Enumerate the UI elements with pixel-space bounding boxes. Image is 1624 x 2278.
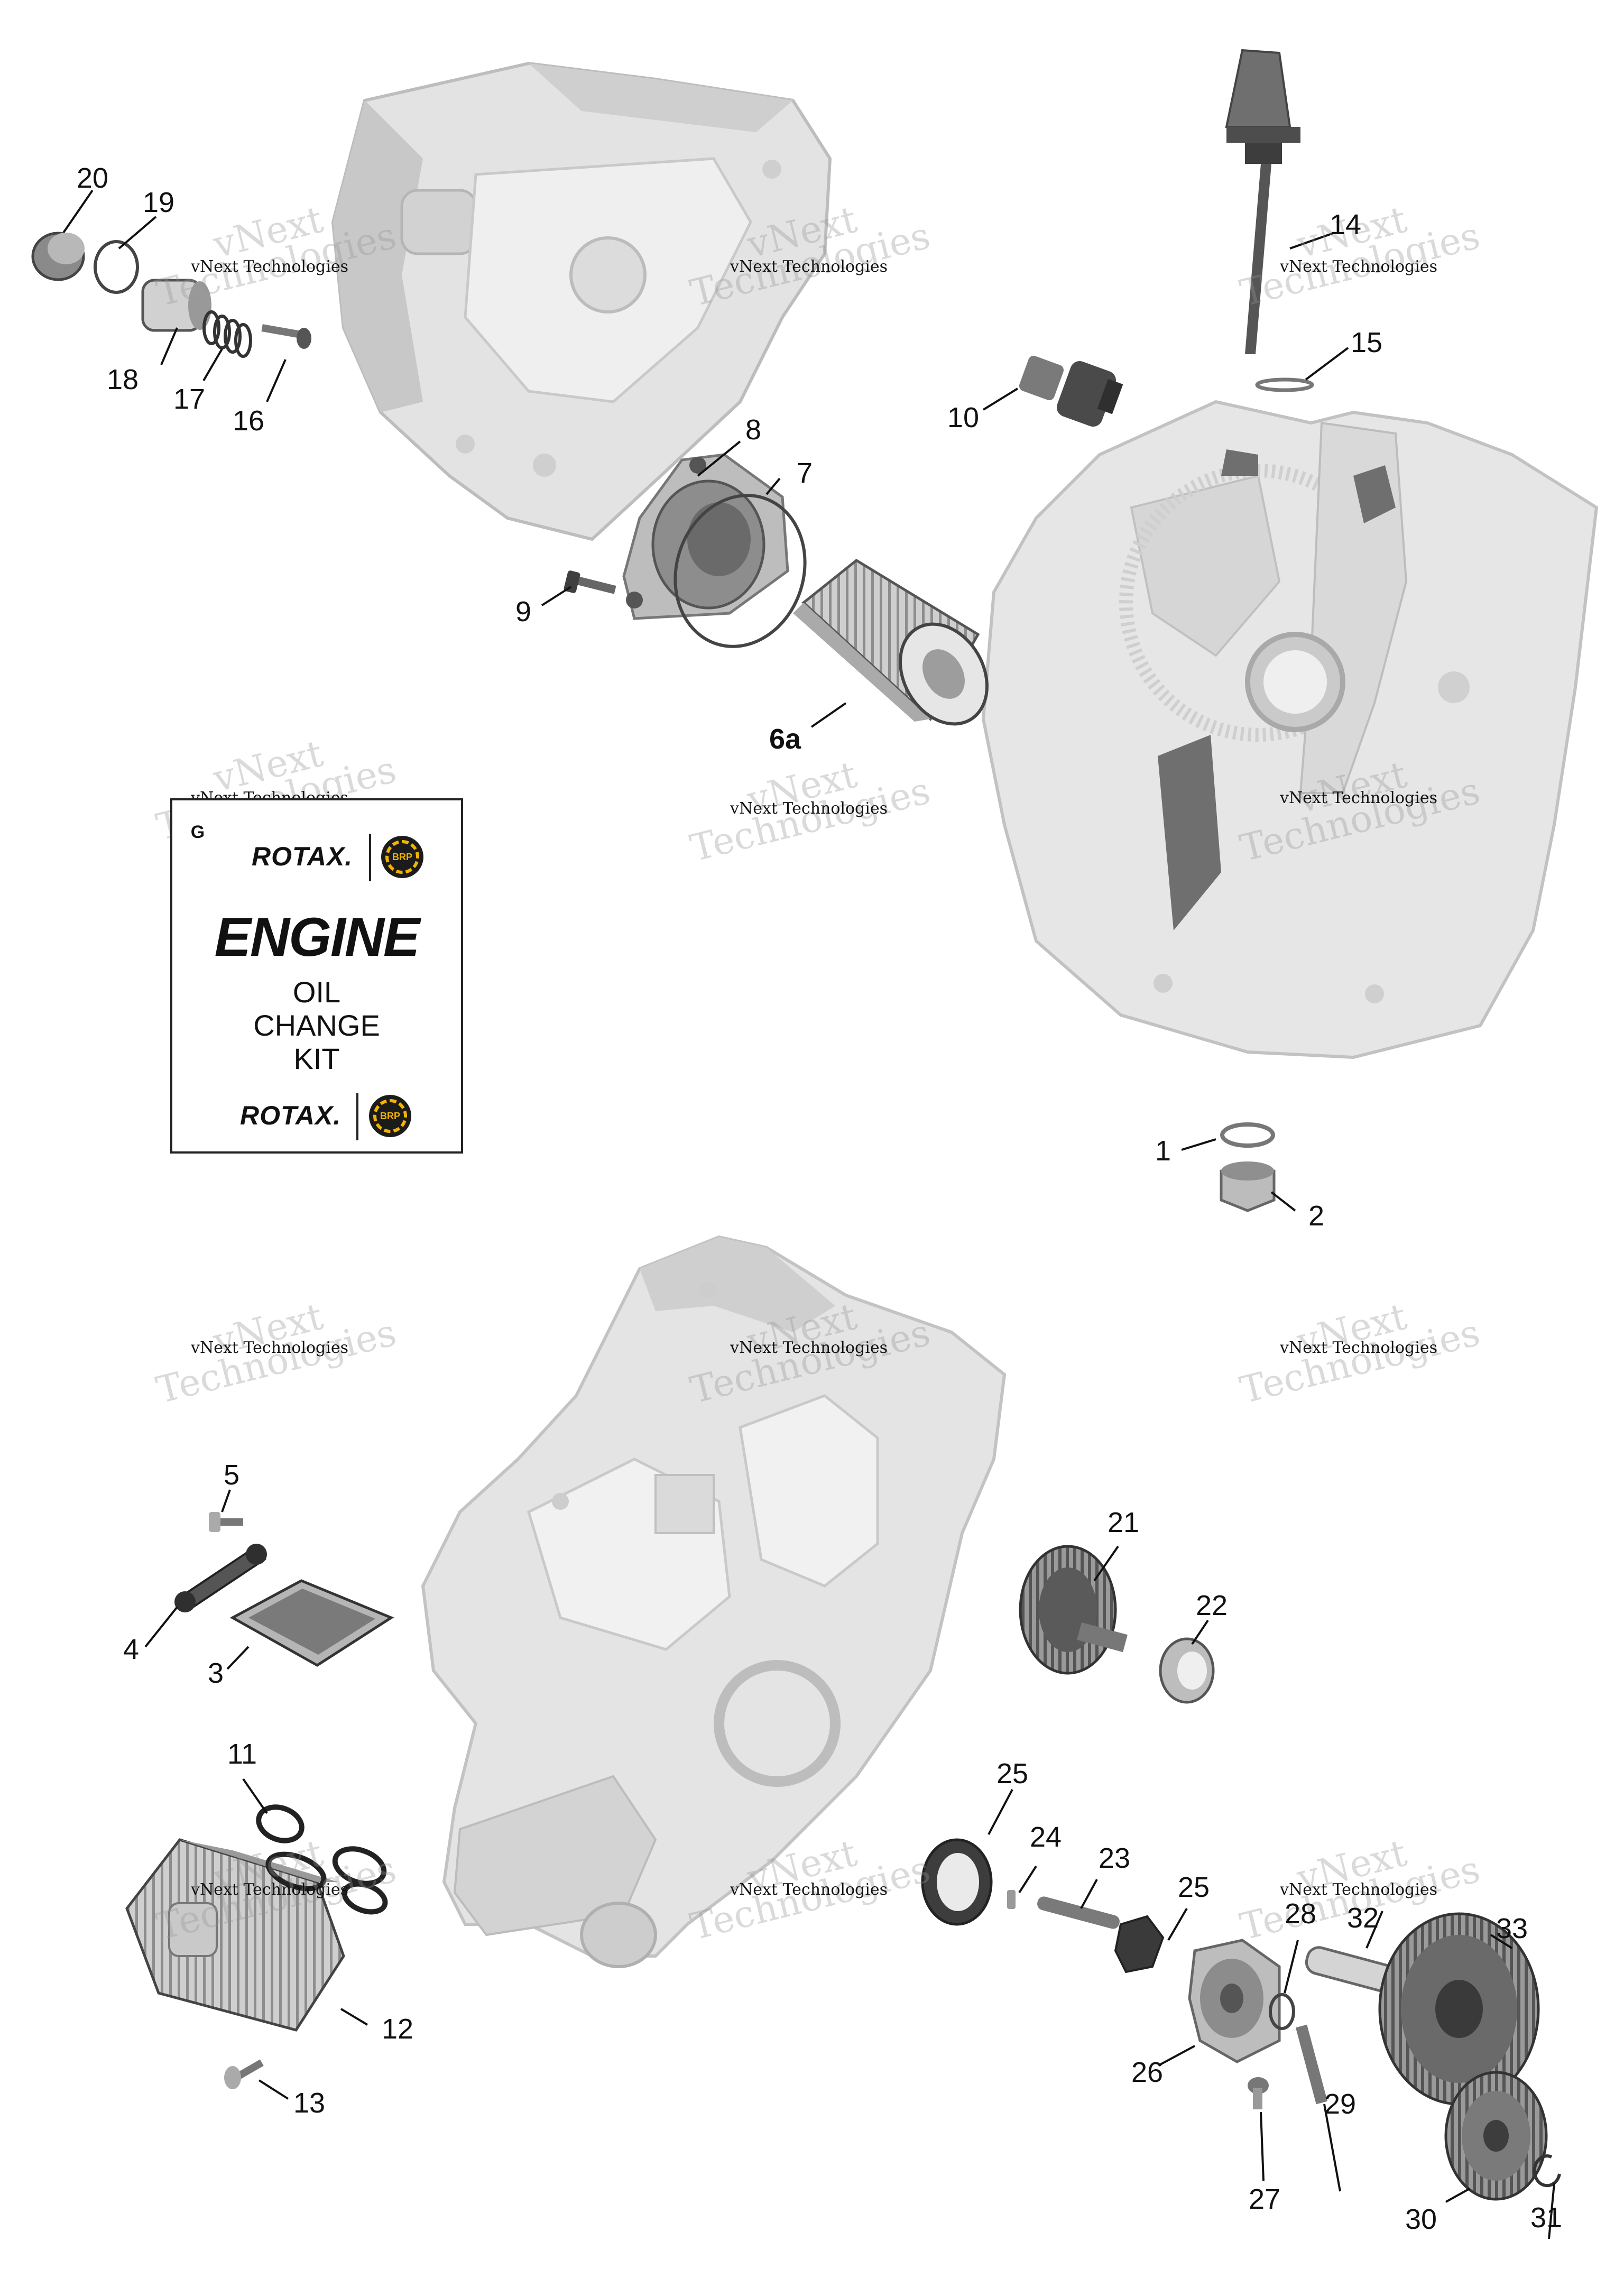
callout-23: 23 — [1098, 1842, 1131, 1874]
callout-2: 2 — [1308, 1200, 1325, 1232]
callout-5: 5 — [223, 1459, 240, 1491]
callout-29: 29 — [1324, 2088, 1357, 2120]
water-pump-gear — [1444, 2071, 1548, 2201]
oil-pump-inner-rotor — [1114, 1915, 1165, 1973]
brand-row-bottom: ROTAX. BRP — [172, 1089, 461, 1147]
watermark-caption: vNext Technologies — [730, 1880, 888, 1899]
callout-28: 28 — [1284, 1898, 1317, 1930]
callout-26: 26 — [1131, 2056, 1164, 2088]
callout-15: 15 — [1350, 327, 1383, 358]
callout-7: 7 — [796, 457, 813, 489]
kit-line-oil: OIL — [292, 975, 341, 1009]
watermark-caption: vNext Technologies — [1279, 257, 1438, 276]
logo-divider — [356, 1093, 358, 1140]
kit-line-change: CHANGE — [253, 1009, 380, 1042]
callout-10: 10 — [947, 402, 980, 434]
oil-filter-cover-o-ring — [673, 494, 807, 648]
screen-holder — [174, 1544, 267, 1612]
gear-bearing — [1159, 1637, 1215, 1704]
watermark-caption: vNext Technologies — [1279, 1339, 1438, 1357]
oil-pressure-switch — [1019, 355, 1123, 427]
callout-9: 9 — [515, 596, 532, 628]
callout-17: 17 — [173, 383, 206, 415]
brp-logo: BRP — [381, 836, 423, 878]
callout-18: 18 — [106, 364, 139, 395]
plug-screw — [31, 232, 85, 281]
callout-27: 27 — [1248, 2183, 1281, 2215]
drain-plug — [1220, 1161, 1276, 1212]
kit-mark: G — [190, 822, 205, 842]
callout-19: 19 — [142, 187, 175, 218]
oil-change-kit-card: G ROTAX. BRP ENGINE OIL CHANGE KIT ROTAX… — [170, 798, 463, 1154]
callout-24: 24 — [1029, 1821, 1062, 1853]
oil-cooler-o-rings — [256, 1804, 388, 1915]
pump-cover-o-ring — [1269, 1993, 1295, 2030]
callout-4: 4 — [123, 1634, 140, 1665]
callout-21: 21 — [1107, 1507, 1140, 1538]
callout-33: 33 — [1496, 1913, 1528, 1944]
callout-12: 12 — [381, 2013, 414, 2045]
valve-pin — [261, 324, 311, 349]
watermark-caption: vNext Technologies — [190, 1880, 349, 1899]
rotax-logo: ROTAX. — [252, 842, 353, 871]
callout-32: 32 — [1346, 1902, 1379, 1934]
brp-logo: BRP — [369, 1095, 411, 1137]
relief-spring — [1295, 2024, 1328, 2105]
callout-6a: 6a — [769, 723, 801, 755]
watermark-caption: vNext Technologies — [1279, 1880, 1438, 1899]
dipstick-o-ring — [1255, 377, 1314, 392]
callout-13: 13 — [293, 2087, 326, 2119]
holder-screw — [209, 1512, 243, 1532]
callout-25a: 25 — [996, 1758, 1029, 1790]
oil-pump-shaft — [1037, 1896, 1120, 1929]
valve-spring — [202, 310, 252, 358]
watermark-caption: vNext Technologies — [730, 257, 888, 276]
callout-20: 20 — [76, 162, 109, 194]
kit-line-kit: KIT — [293, 1042, 340, 1075]
plug-o-ring — [94, 240, 139, 294]
watermark-caption: vNext Technologies — [1279, 789, 1438, 807]
callout-25b: 25 — [1177, 1871, 1210, 1903]
callout-11: 11 — [227, 1738, 257, 1770]
callout-31: 31 — [1530, 2202, 1563, 2234]
oil-filter — [793, 558, 989, 726]
callout-3: 3 — [207, 1657, 224, 1689]
callout-30: 30 — [1405, 2203, 1437, 2235]
leader-lines — [62, 189, 1555, 2239]
oil-pump-drive-gear — [1378, 1912, 1540, 2106]
oil-pump-pin — [1007, 1890, 1016, 1909]
callout-22: 22 — [1195, 1590, 1228, 1621]
oil-pump-outer-rotor — [921, 1838, 993, 1926]
drain-plug-gasket — [1220, 1122, 1275, 1148]
watermark-caption: vNext Technologies — [730, 799, 888, 818]
intermediate-gear — [1019, 1545, 1128, 1675]
brand-row-top: ROTAX. BRP — [172, 829, 461, 888]
kit-title: ENGINE — [214, 907, 420, 968]
crankcase-right-half — [981, 400, 1599, 1059]
oil-pump-cover — [1188, 1939, 1281, 2063]
callout-8: 8 — [745, 414, 762, 446]
circlip — [1533, 2154, 1561, 2188]
logo-divider — [369, 834, 371, 881]
callout-14: 14 — [1329, 209, 1362, 241]
crankcase-left-half — [421, 1235, 1007, 1968]
watermark-caption: vNext Technologies — [190, 257, 349, 276]
pump-cover-screw — [1248, 2077, 1269, 2109]
oil-pressure-valve — [141, 279, 211, 332]
oil-filter-cover-screw — [564, 570, 616, 594]
oil-strainer-screen — [229, 1579, 394, 1667]
clutch-cover-housing — [331, 61, 832, 541]
oil-cooler-screw — [224, 2059, 264, 2089]
rotax-logo: ROTAX. — [240, 1101, 342, 1130]
callout-1: 1 — [1155, 1135, 1171, 1167]
watermark-caption: vNext Technologies — [190, 1339, 349, 1357]
callout-16: 16 — [232, 405, 265, 437]
oil-dipstick — [1225, 49, 1300, 354]
watermark-caption: vNext Technologies — [730, 1339, 888, 1357]
